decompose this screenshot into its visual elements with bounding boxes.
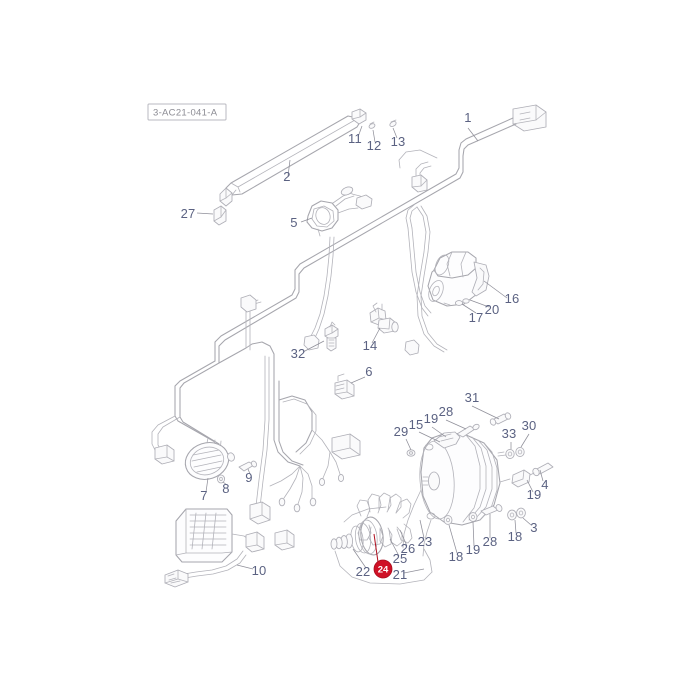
relay-bracket-6 <box>334 373 355 400</box>
callout-5: 5 <box>290 215 297 230</box>
callout-20: 20 <box>485 302 500 317</box>
callout-14: 14 <box>363 338 378 353</box>
callout-9: 9 <box>245 470 252 485</box>
callout-22: 22 <box>356 564 371 579</box>
callout-10: 10 <box>252 563 267 578</box>
callout-11: 11 <box>348 131 362 146</box>
callout-6: 6 <box>365 364 372 379</box>
callout-28-top: 28 <box>439 404 454 419</box>
callout-13: 13 <box>391 134 406 149</box>
callout-4: 4 <box>541 477 548 492</box>
callout-1: 1 <box>464 110 471 125</box>
callout-21: 21 <box>393 567 408 582</box>
harness-clip-27 <box>213 205 227 226</box>
callout-29: 29 <box>394 424 409 439</box>
callout-3: 3 <box>530 520 537 535</box>
callout-18-right: 18 <box>508 529 523 544</box>
starter-motor-assembly <box>427 251 490 307</box>
callout-23: 23 <box>418 534 433 549</box>
highlight-badge-24[interactable]: 24 <box>373 533 393 579</box>
front-grille-harness <box>219 108 397 207</box>
callout-19-right: 19 <box>527 487 542 502</box>
temperature-sender-32 <box>324 321 339 352</box>
main-wiring-harness <box>214 104 547 364</box>
callout-15: 15 <box>409 417 424 432</box>
callout-26: 26 <box>401 541 416 556</box>
drawing-code-tag: 3-AC21-041-A <box>147 103 227 121</box>
callout-19-top: 19 <box>424 411 439 426</box>
callout-33: 33 <box>502 426 517 441</box>
alternator-assembly <box>402 412 554 557</box>
leader-lines <box>196 125 544 574</box>
callout-27: 27 <box>181 206 196 221</box>
callout-18-lower: 18 <box>449 549 464 564</box>
callout-12: 12 <box>367 138 382 153</box>
cooling-fan-assembly <box>330 492 433 585</box>
callout-31: 31 <box>465 390 480 405</box>
callout-2: 2 <box>283 169 290 184</box>
callout-30: 30 <box>522 418 537 433</box>
callout-19-lower: 19 <box>466 542 481 557</box>
callout-32: 32 <box>291 346 306 361</box>
drawing-code-text: 3-AC21-041-A <box>153 108 218 119</box>
callout-28-lower: 28 <box>483 534 498 549</box>
callout-7: 7 <box>200 488 207 503</box>
switch-cluster-5 <box>306 186 373 237</box>
pressure-switch-14 <box>369 302 399 334</box>
callout-8: 8 <box>222 481 229 496</box>
lamp-and-loom-group <box>151 294 361 588</box>
highlight-badge-number: 24 <box>378 565 389 576</box>
callout-25: 25 <box>393 551 408 566</box>
callout-16: 16 <box>505 291 520 306</box>
callout-labels: 1 2 11 12 13 27 5 16 20 17 32 14 6 31 28… <box>181 110 549 582</box>
callout-17: 17 <box>469 310 484 325</box>
